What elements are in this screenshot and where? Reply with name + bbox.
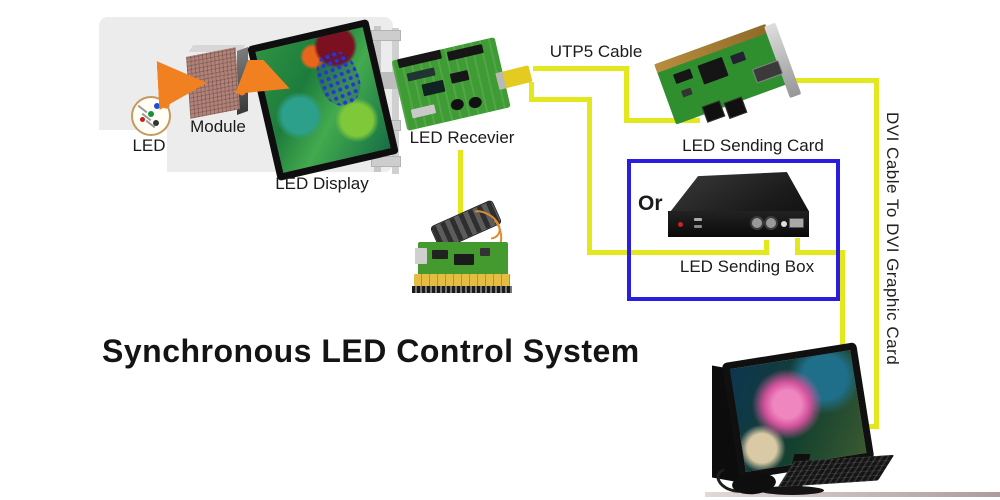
floor-shadow [705,492,1000,497]
page-title: Synchronous LED Control System [102,333,640,369]
hub-pin-row [412,286,512,293]
dvi-cable-line [788,78,879,83]
sending-card-group [634,0,821,157]
utp5-cable-line [624,66,629,123]
arrow-led-to-module [156,61,207,111]
power-led [678,221,684,227]
led-sending-box-illustration [664,172,812,240]
cable-to-sending-box [587,250,769,255]
led-sending-box-label: LED Sending Box [679,257,815,276]
led-lamp-green [148,111,154,117]
ic-chip [672,68,694,85]
source-panel-notch [99,130,167,172]
ic-chip [432,250,448,259]
arrow-module-to-display [235,60,290,96]
monitor-base [760,486,824,495]
led-receiver-board-illustration [390,33,511,135]
front-marking [693,224,702,228]
dvi-cable-label: DVI Cable To DVI Graphic Card [883,112,902,366]
ic-chip [680,87,693,98]
led-lamp-dark [153,120,159,126]
display-frame-scaffold [392,28,399,174]
usb-port [789,218,805,229]
cable-to-sending-box [529,97,592,102]
port [415,248,427,264]
round-connector [749,216,764,231]
button [780,220,787,227]
led-sending-card-label: LED Sending Card [682,136,824,155]
led-label: LED [132,136,166,155]
led-display-label: LED Display [275,174,369,193]
or-selection-outline [627,159,840,301]
led-lamp-red [140,117,145,122]
hub-connector-strip [414,274,510,286]
ic-chip [697,56,729,85]
front-marking [693,218,702,222]
round-connector [764,216,779,231]
cable-to-sending-box [587,97,592,255]
ic-chip [454,254,474,265]
ic-chip [730,51,747,65]
ic-chip [480,248,490,256]
computer-illustration [706,342,896,498]
flow-arrows [156,60,290,111]
utp5-cable-line [624,118,700,123]
cable-to-sending-box [529,82,534,102]
scaffold-rung [371,30,401,41]
utp5-cable-line [533,66,629,71]
hub-pcb [415,242,508,276]
receiver-to-hub-cable [458,150,463,214]
led-icon [131,96,171,136]
led-sending-card-illustration [650,14,805,134]
utp5-cable-label: UTP5 Cable [549,42,643,61]
sending-box-front [668,210,810,237]
module-label: Module [190,117,246,136]
box-to-computer-cable [795,238,800,255]
led-receiver-label: LED Recevier [409,128,515,147]
cable-to-sending-box [764,240,769,254]
receiver-hub-board-illustration [412,199,512,304]
or-label: Or [638,192,663,215]
dvi-cable-line [874,78,879,429]
box-to-computer-cable [840,250,845,429]
scaffold-rung [371,156,401,167]
box-to-computer-cable [795,250,845,255]
display-grapes-graphic [310,46,367,112]
